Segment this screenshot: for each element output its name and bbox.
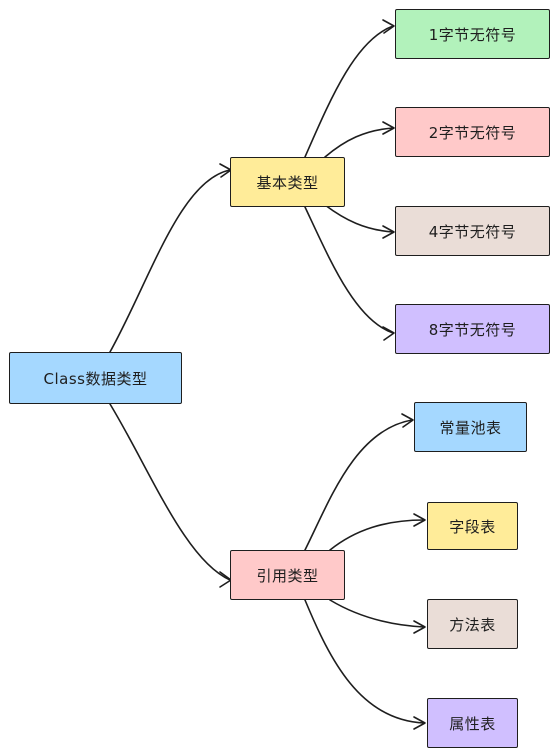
arrowhead-ref-r1 bbox=[401, 413, 414, 428]
edge-ref-r4 bbox=[304, 599, 425, 724]
node-constant-pool: 常量池表 bbox=[414, 402, 527, 452]
node-u2: 2字节无符号 bbox=[395, 107, 550, 157]
node-u8-label: 8字节无符号 bbox=[428, 320, 517, 339]
node-u4-label: 4字节无符号 bbox=[428, 222, 517, 241]
arrowhead-ref-r4 bbox=[413, 716, 426, 730]
root-node-class-data-types: Class数据类型 bbox=[9, 352, 182, 404]
edge-ref-r2 bbox=[329, 519, 425, 551]
node-field-table-label: 字段表 bbox=[449, 517, 496, 536]
arrowhead-basic-b2 bbox=[382, 121, 395, 135]
edge-ref-r3 bbox=[329, 599, 425, 628]
node-attribute-table: 属性表 bbox=[427, 698, 518, 748]
node-constant-pool-label: 常量池表 bbox=[439, 418, 502, 437]
edge-basic-b1 bbox=[304, 25, 394, 158]
edge-basic-b3 bbox=[324, 204, 394, 233]
arrowhead-basic-b3 bbox=[382, 225, 395, 239]
node-reference-types-label: 引用类型 bbox=[256, 566, 319, 585]
edge-root-reference bbox=[109, 403, 231, 581]
node-method-table-label: 方法表 bbox=[449, 615, 496, 634]
node-basic-types-label: 基本类型 bbox=[256, 173, 319, 192]
node-field-table: 字段表 bbox=[427, 502, 518, 550]
node-u2-label: 2字节无符号 bbox=[428, 123, 517, 142]
node-attribute-table-label: 属性表 bbox=[449, 714, 496, 733]
edge-ref-r1 bbox=[304, 419, 413, 551]
node-u1-label: 1字节无符号 bbox=[428, 25, 517, 44]
arrowhead-ref-r3 bbox=[413, 620, 426, 634]
node-basic-types: 基本类型 bbox=[230, 157, 345, 207]
node-reference-types: 引用类型 bbox=[230, 550, 345, 600]
node-method-table: 方法表 bbox=[427, 599, 518, 649]
edge-basic-b2 bbox=[324, 127, 394, 158]
arrowhead-basic-b4 bbox=[382, 326, 395, 341]
arrowhead-ref-r2 bbox=[413, 513, 426, 527]
edge-root-basic bbox=[109, 169, 231, 353]
edge-basic-b4 bbox=[304, 206, 394, 334]
node-u4: 4字节无符号 bbox=[395, 206, 550, 256]
node-u8: 8字节无符号 bbox=[395, 304, 550, 354]
arrowhead-basic-b1 bbox=[382, 19, 395, 34]
node-u1: 1字节无符号 bbox=[395, 9, 550, 59]
root-node-label: Class数据类型 bbox=[43, 369, 148, 388]
